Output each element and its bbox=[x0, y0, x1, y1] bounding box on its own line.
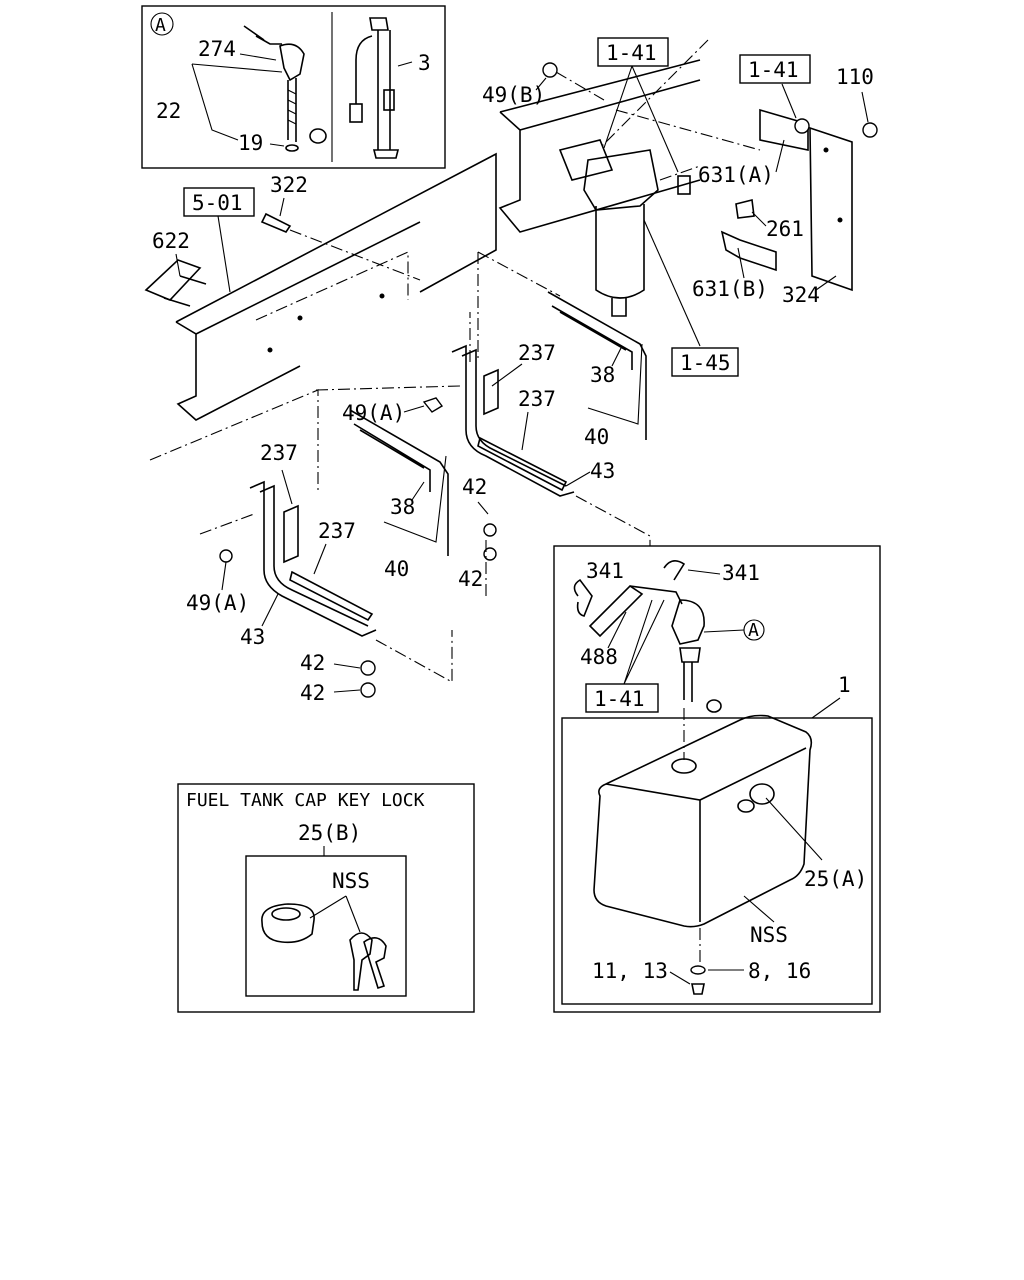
part-43-left: 43 bbox=[240, 625, 265, 649]
svg-text:1-45: 1-45 bbox=[680, 351, 731, 375]
part-341-right: 341 bbox=[722, 561, 760, 585]
part-622: 622 bbox=[152, 229, 190, 253]
part-322: 322 bbox=[270, 173, 308, 197]
detail-a-3: 3 bbox=[418, 51, 431, 75]
detail-a-274: 274 bbox=[198, 37, 236, 61]
svg-text:1-41: 1-41 bbox=[748, 58, 799, 82]
ref-box-1-41-top: 1-41 bbox=[597, 37, 669, 67]
frame-rail-rear bbox=[498, 59, 701, 233]
fuel-filter bbox=[558, 139, 691, 317]
part-237-d: 237 bbox=[318, 519, 356, 543]
part-237-c: 237 bbox=[260, 441, 298, 465]
part-237-a: 237 bbox=[518, 341, 556, 365]
svg-text:1-41: 1-41 bbox=[594, 687, 645, 711]
ref-box-1-41-tank: 1-41 bbox=[585, 683, 659, 713]
part-42-low2: 42 bbox=[300, 681, 325, 705]
fuel-sender-unit bbox=[243, 25, 327, 152]
bracket-631a-324 bbox=[542, 62, 878, 292]
ref-box-5-01: 5-01 bbox=[183, 187, 255, 217]
part-11-13: 11, 13 bbox=[592, 959, 668, 983]
part-40-left: 40 bbox=[384, 557, 409, 581]
fuel-cap-with-keys bbox=[261, 903, 387, 991]
fuel-tank-detail bbox=[553, 545, 881, 1013]
part-49a-left: 49(A) bbox=[186, 591, 249, 615]
key-lock-title: FUEL TANK CAP KEY LOCK bbox=[186, 790, 425, 811]
part-631b: 631(B) bbox=[692, 277, 768, 301]
part-43-right: 43 bbox=[590, 459, 615, 483]
part-49b: 49(B) bbox=[482, 83, 545, 107]
ref-box-1-45: 1-45 bbox=[671, 347, 739, 377]
part-42-mid: 42 bbox=[462, 475, 487, 499]
part-631a: 631(A) bbox=[698, 163, 774, 187]
svg-text:5-01: 5-01 bbox=[192, 191, 243, 215]
key-lock-box: FUEL TANK CAP KEY LOCK 25(B) NSS bbox=[177, 783, 475, 1013]
part-324: 324 bbox=[782, 283, 820, 307]
part-261: 261 bbox=[766, 217, 804, 241]
part-237-b: 237 bbox=[518, 387, 556, 411]
key-lock-nss: NSS bbox=[332, 869, 370, 893]
svg-text:1-41: 1-41 bbox=[606, 41, 657, 65]
part-488: 488 bbox=[580, 645, 618, 669]
detail-a-19: 19 bbox=[238, 131, 263, 155]
part-1: 1 bbox=[838, 673, 851, 697]
ref-box-1-41-right: 1-41 bbox=[739, 54, 811, 84]
part-38-left: 38 bbox=[390, 495, 415, 519]
detail-a-22: 22 bbox=[156, 99, 181, 123]
part-42-low1: 42 bbox=[300, 651, 325, 675]
part-8-16: 8, 16 bbox=[748, 959, 811, 983]
part-110: 110 bbox=[836, 65, 874, 89]
part-49a-mid: 49(A) bbox=[342, 401, 405, 425]
part-40-right: 40 bbox=[584, 425, 609, 449]
tank-bracket-left bbox=[249, 409, 453, 683]
part-341-left: 341 bbox=[586, 559, 624, 583]
tank-circled-a: A bbox=[748, 620, 759, 641]
plate-622 bbox=[144, 259, 207, 307]
part-38-right: 38 bbox=[590, 363, 615, 387]
frame-rail-main bbox=[175, 152, 497, 421]
part-42-mid2: 42 bbox=[458, 567, 483, 591]
tank-nss: NSS bbox=[750, 923, 788, 947]
level-gauge-rod bbox=[349, 17, 400, 159]
part-25a: 25(A) bbox=[804, 867, 867, 891]
part-25b: 25(B) bbox=[298, 821, 361, 845]
detail-a-inset: A 274 22 19 3 bbox=[141, 5, 446, 169]
detail-a-symbol: A bbox=[155, 15, 166, 36]
